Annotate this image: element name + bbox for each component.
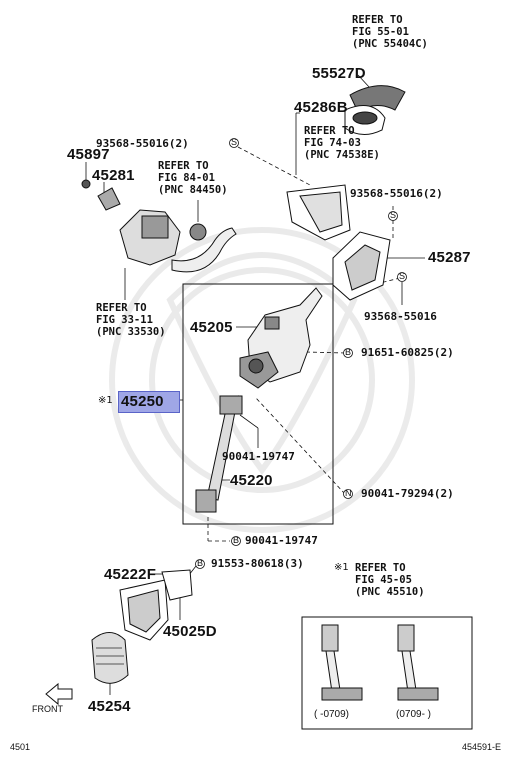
bolt-93568-55016-c[interactable]: 93568-55016 bbox=[364, 310, 437, 323]
part-45250[interactable]: 45250 bbox=[121, 393, 164, 410]
bolt-90041-19747-a[interactable]: 90041-19747 bbox=[222, 450, 295, 463]
bolt-93568-55016-b[interactable]: 93568-55016(2) bbox=[350, 187, 443, 200]
part-45222f[interactable]: 45222F bbox=[104, 566, 157, 583]
figure-code: 454591-E bbox=[462, 742, 502, 752]
front-label: FRONT bbox=[32, 704, 63, 714]
dashed-leaders bbox=[207, 146, 401, 542]
note-mark-inset: ※1 bbox=[334, 562, 349, 573]
part-shapes bbox=[45, 85, 439, 706]
part-45897[interactable]: 45897 bbox=[67, 146, 110, 163]
part-45286b[interactable]: 45286B bbox=[294, 99, 348, 116]
part-45281[interactable]: 45281 bbox=[92, 167, 135, 184]
part-45254[interactable]: 45254 bbox=[88, 698, 131, 715]
symbol-b: B bbox=[233, 535, 240, 545]
inset-frame bbox=[301, 616, 473, 730]
assembly-frame bbox=[182, 283, 334, 525]
bolt-90041-19747-b[interactable]: 90041-19747 bbox=[245, 534, 318, 547]
part-45287[interactable]: 45287 bbox=[428, 249, 471, 266]
page-number: 4501 bbox=[10, 742, 31, 752]
bolt-90041-79294[interactable]: 90041-79294(2) bbox=[361, 487, 454, 500]
part-55527d[interactable]: 55527D bbox=[312, 65, 366, 82]
part-45220[interactable]: 45220 bbox=[230, 472, 273, 489]
bolt-91553-80618[interactable]: 91553-80618(3) bbox=[211, 557, 304, 570]
symbol-n: N bbox=[345, 488, 352, 498]
symbol-b: B bbox=[197, 558, 204, 568]
symbol-s: S bbox=[390, 210, 397, 220]
symbol-s: S bbox=[231, 137, 238, 147]
symbol-b: B bbox=[345, 347, 352, 357]
symbol-circles bbox=[195, 138, 407, 569]
inset-label-right: (0709- ) bbox=[396, 709, 432, 720]
inset-label-left: ( -0709) bbox=[314, 709, 350, 720]
part-45025d[interactable]: 45025D bbox=[163, 623, 217, 640]
part-45205[interactable]: 45205 bbox=[190, 319, 233, 336]
symbol-s: S bbox=[399, 271, 406, 281]
bolt-93568-55016-a[interactable]: 93568-55016(2) bbox=[96, 137, 189, 150]
highlight-box bbox=[118, 391, 180, 413]
note-mark: ※1 bbox=[98, 395, 113, 406]
bolt-91651-60825[interactable]: 91651-60825(2) bbox=[361, 346, 454, 359]
